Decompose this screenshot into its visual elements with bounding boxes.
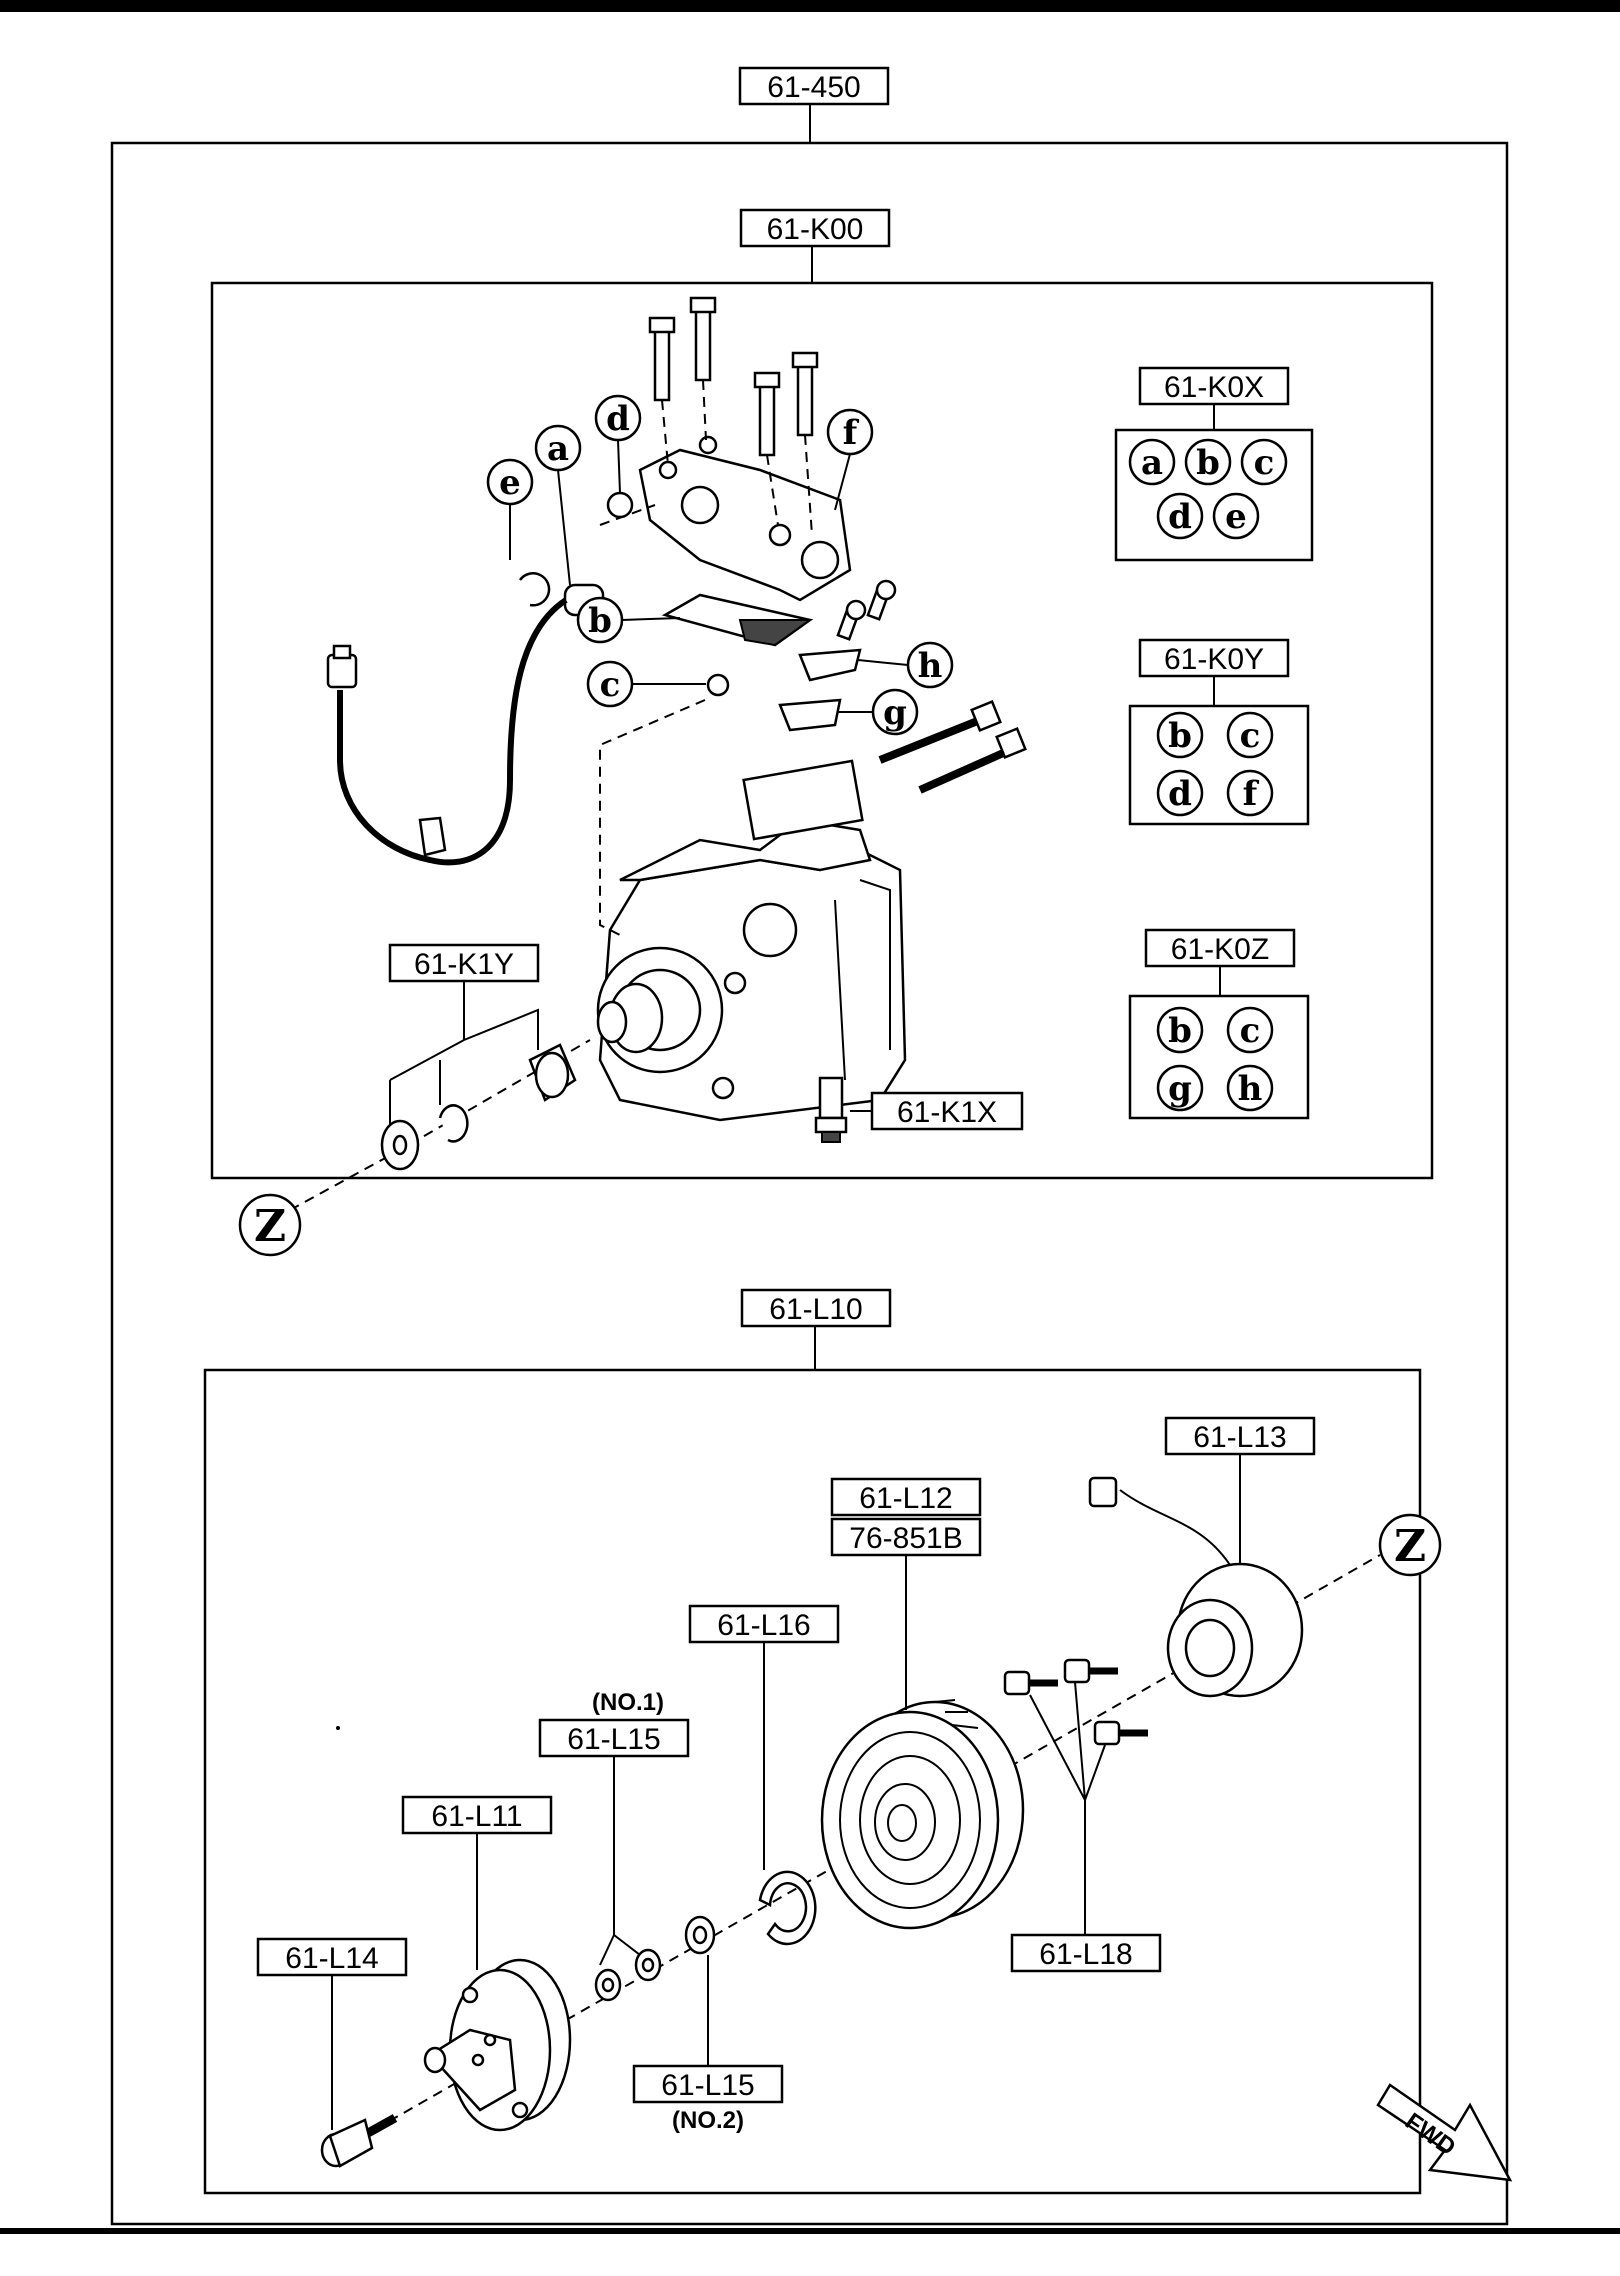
bottom-rule — [0, 2228, 1620, 2234]
svg-text:61-L11: 61-L11 — [431, 1800, 522, 1833]
svg-text:d: d — [1168, 774, 1192, 814]
svg-text:c: c — [1240, 1011, 1261, 1051]
stray-dot — [336, 1726, 340, 1730]
svg-text:(NO.2): (NO.2) — [672, 2107, 744, 2134]
label-61-l18[interactable]: 61-L18 — [1010, 1933, 1162, 1973]
kit-k0z-callouts: b c g h — [1156, 1006, 1274, 1112]
svg-text:61-K00: 61-K00 — [767, 213, 864, 246]
svg-text:Z: Z — [254, 1201, 286, 1252]
label-61-l16[interactable]: 61-L16 — [688, 1604, 840, 1870]
svg-text:d: d — [606, 399, 630, 439]
callout-d[interactable]: d — [594, 394, 642, 494]
snap-ring-e[interactable] — [518, 572, 551, 607]
label-61-l15-no1[interactable]: (NO.1) 61-L15 — [538, 1689, 690, 1966]
svg-text:61-L18: 61-L18 — [1039, 1938, 1132, 1971]
label-61-k1y[interactable]: 61-K1Y — [388, 943, 540, 1130]
kit-61-k0x[interactable]: 61-K0X a b c d e — [1114, 366, 1314, 562]
field-coil[interactable] — [1088, 1476, 1304, 1698]
svg-text:61-450: 61-450 — [767, 71, 860, 104]
long-bolts[interactable] — [878, 700, 1027, 794]
svg-text:61-L13: 61-L13 — [1193, 1421, 1286, 1454]
svg-text:(NO.1): (NO.1) — [592, 1689, 664, 1716]
label-61-l10[interactable]: 61-L10 — [740, 1288, 892, 1328]
shim-plates[interactable] — [778, 579, 897, 732]
svg-text:f: f — [843, 413, 860, 453]
svg-text:76-851B: 76-851B — [849, 1522, 962, 1555]
clutch-hub[interactable] — [423, 1958, 572, 2132]
label-61-k00[interactable]: 61-K00 — [739, 208, 891, 248]
label-61-l14[interactable]: 61-L14 — [256, 1937, 408, 2130]
svg-text:b: b — [1168, 1011, 1192, 1051]
o-ring-d[interactable] — [606, 491, 634, 519]
svg-text:61-K0Y: 61-K0Y — [1164, 643, 1264, 676]
svg-text:61-K0X: 61-K0X — [1164, 371, 1264, 404]
svg-text:h: h — [1238, 1069, 1263, 1109]
shims-l15[interactable] — [594, 1915, 716, 2002]
svg-text:g: g — [883, 693, 907, 733]
svg-text:61-L15: 61-L15 — [661, 2069, 754, 2102]
svg-text:g: g — [1168, 1069, 1192, 1109]
kit-61-k0y[interactable]: 61-K0Y b c d f — [1128, 638, 1310, 826]
l10-frame — [203, 1368, 1422, 2195]
bolt-l14[interactable] — [320, 2114, 398, 2168]
compressor-drawing[interactable] — [596, 759, 907, 1143]
svg-text:a: a — [547, 429, 569, 469]
svg-text:61-K0Z: 61-K0Z — [1171, 933, 1269, 966]
label-61-450[interactable]: 61-450 — [738, 66, 890, 106]
svg-text:61-L12: 61-L12 — [859, 1482, 952, 1515]
svg-text:f: f — [1243, 774, 1260, 814]
svg-text:b: b — [1168, 716, 1192, 756]
kit-k0x-callouts: a b c d e — [1128, 438, 1288, 540]
label-61-l15-no2[interactable]: 61-L15 (NO.2) — [632, 1955, 784, 2134]
callout-a[interactable]: a — [534, 424, 582, 586]
fwd-arrow[interactable]: FWD — [1376, 2083, 1513, 2182]
label-61-l12[interactable]: 61-L12 76-851B — [830, 1477, 982, 1710]
k00-frame — [210, 281, 1434, 1180]
callout-z-lower[interactable]: Z — [1378, 1513, 1442, 1577]
screws-l18[interactable] — [1003, 1658, 1148, 1935]
svg-text:b: b — [588, 601, 612, 641]
svg-text:Z: Z — [1394, 1521, 1426, 1572]
svg-text:e: e — [499, 463, 521, 503]
o-ring-c[interactable] — [706, 673, 730, 697]
top-rule — [0, 0, 1620, 12]
callout-g[interactable]: g — [838, 688, 919, 736]
svg-text:61-L15: 61-L15 — [567, 1723, 660, 1756]
kit-61-k0z[interactable]: 61-K0Z b c g h — [1128, 928, 1310, 1120]
svg-text:c: c — [1240, 716, 1261, 756]
svg-text:c: c — [1254, 443, 1275, 483]
svg-text:61-L16: 61-L16 — [717, 1609, 810, 1642]
callout-e[interactable]: e — [486, 458, 534, 560]
svg-text:a: a — [1141, 443, 1163, 483]
callout-z-upper[interactable]: Z — [238, 1193, 302, 1257]
svg-text:61-K1X: 61-K1X — [897, 1096, 997, 1129]
valve-block[interactable] — [638, 296, 852, 602]
svg-text:61-L14: 61-L14 — [285, 1942, 378, 1975]
k1y-parts[interactable] — [380, 1043, 577, 1171]
svg-text:h: h — [918, 646, 943, 686]
callout-b[interactable]: b — [576, 596, 681, 644]
callout-f[interactable]: f — [826, 408, 874, 511]
label-61-l13[interactable]: 61-L13 — [1164, 1416, 1316, 1565]
label-61-k1x[interactable]: 61-K1X — [850, 1091, 1024, 1131]
harness[interactable] — [326, 597, 568, 866]
kit-k0y-callouts: b c d f — [1156, 711, 1274, 817]
svg-text:61-L10: 61-L10 — [769, 1293, 862, 1326]
svg-text:d: d — [1168, 497, 1192, 537]
callout-h[interactable]: h — [857, 641, 954, 689]
svg-text:c: c — [600, 665, 621, 705]
svg-text:e: e — [1225, 497, 1247, 537]
svg-text:61-K1Y: 61-K1Y — [414, 948, 514, 981]
callout-c[interactable]: c — [586, 660, 706, 708]
label-61-l11[interactable]: 61-L11 — [401, 1795, 553, 1970]
pulley[interactable] — [820, 1699, 1025, 1930]
svg-text:b: b — [1196, 443, 1220, 483]
snap-ring-l16[interactable] — [758, 1870, 817, 1946]
